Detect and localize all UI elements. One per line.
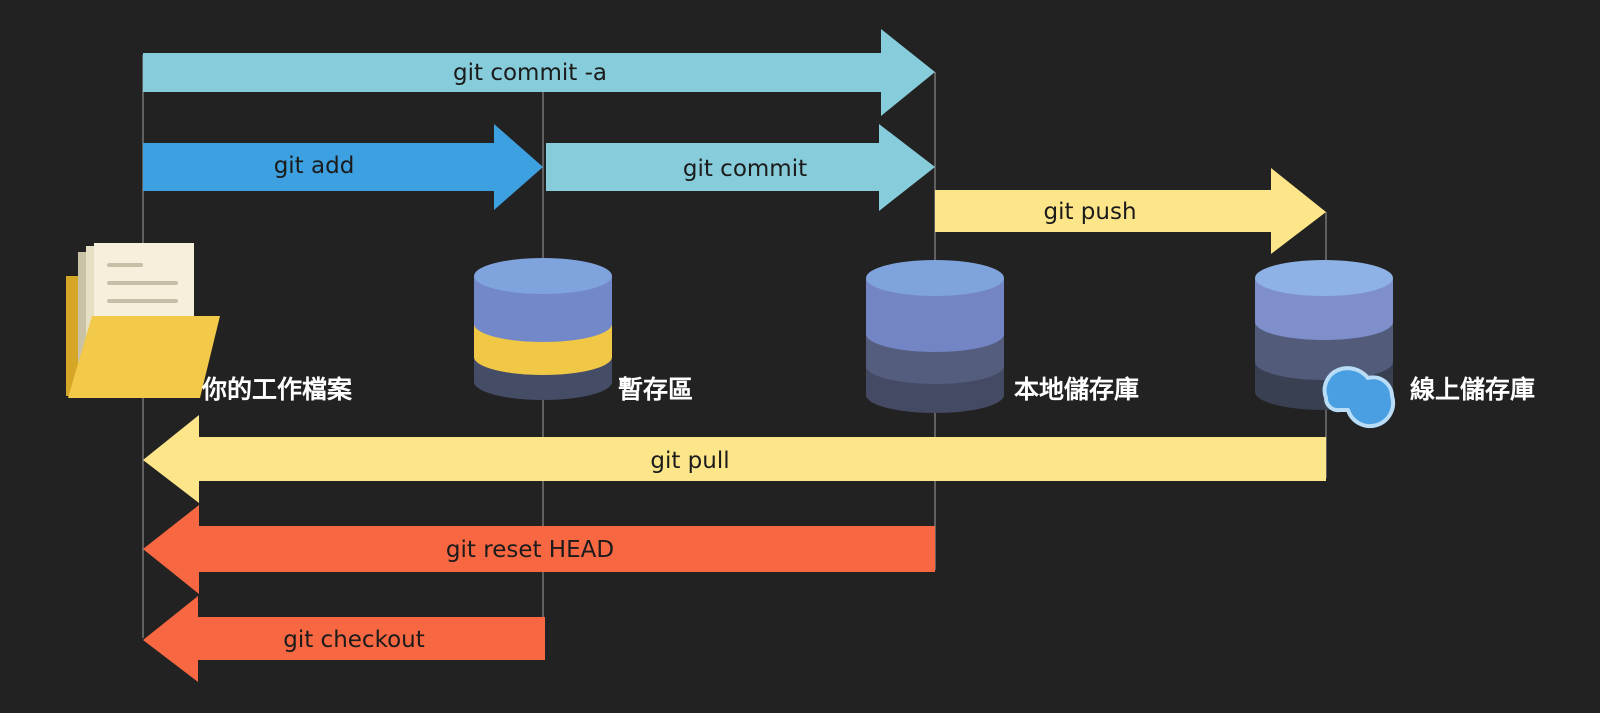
arrow-git-push: git push	[935, 168, 1326, 254]
node-label-staging: 暫存區	[618, 375, 693, 404]
arrow-git-commit: git commit	[546, 124, 935, 211]
cloud-icon	[1322, 366, 1396, 429]
arrow-git-commit-a-shape	[143, 29, 935, 116]
arrow-git-push-shape	[935, 168, 1326, 254]
arrow-git-checkout: git checkout	[143, 596, 545, 682]
arrow-git-commit-a: git commit -a	[143, 29, 935, 116]
arrow-git-reset-head: git reset HEAD	[143, 505, 935, 594]
arrow-git-commit-a-label: git commit -a	[453, 60, 607, 86]
arrow-git-pull-label: git pull	[650, 448, 729, 474]
arrow-git-pull-shape	[143, 415, 1326, 503]
arrow-git-add: git add	[143, 124, 543, 210]
arrow-git-checkout-shape	[143, 596, 545, 682]
arrow-git-add-shape	[143, 124, 543, 210]
folder-with-documents-icon	[66, 243, 220, 398]
local-repo-database-cylinder-icon	[866, 260, 1004, 413]
arrow-git-reset-head-label: git reset HEAD	[446, 537, 614, 563]
arrow-git-reset-head-shape	[143, 505, 935, 594]
arrow-git-checkout-label: git checkout	[283, 627, 425, 653]
cloud-database-icon	[1255, 260, 1396, 429]
arrow-git-add-label: git add	[274, 153, 355, 179]
node-label-working-dir: 你的工作檔案	[201, 375, 353, 404]
arrow-git-pull: git pull	[143, 415, 1326, 503]
staging-database-cylinder-icon	[474, 258, 612, 400]
node-label-remote-repo: 線上儲存庫	[1410, 375, 1535, 404]
arrow-git-commit-label: git commit	[683, 156, 807, 182]
node-label-local-repo: 本地儲存庫	[1014, 375, 1139, 404]
arrow-git-push-label: git push	[1043, 199, 1136, 225]
arrow-git-commit-shape	[546, 124, 935, 211]
